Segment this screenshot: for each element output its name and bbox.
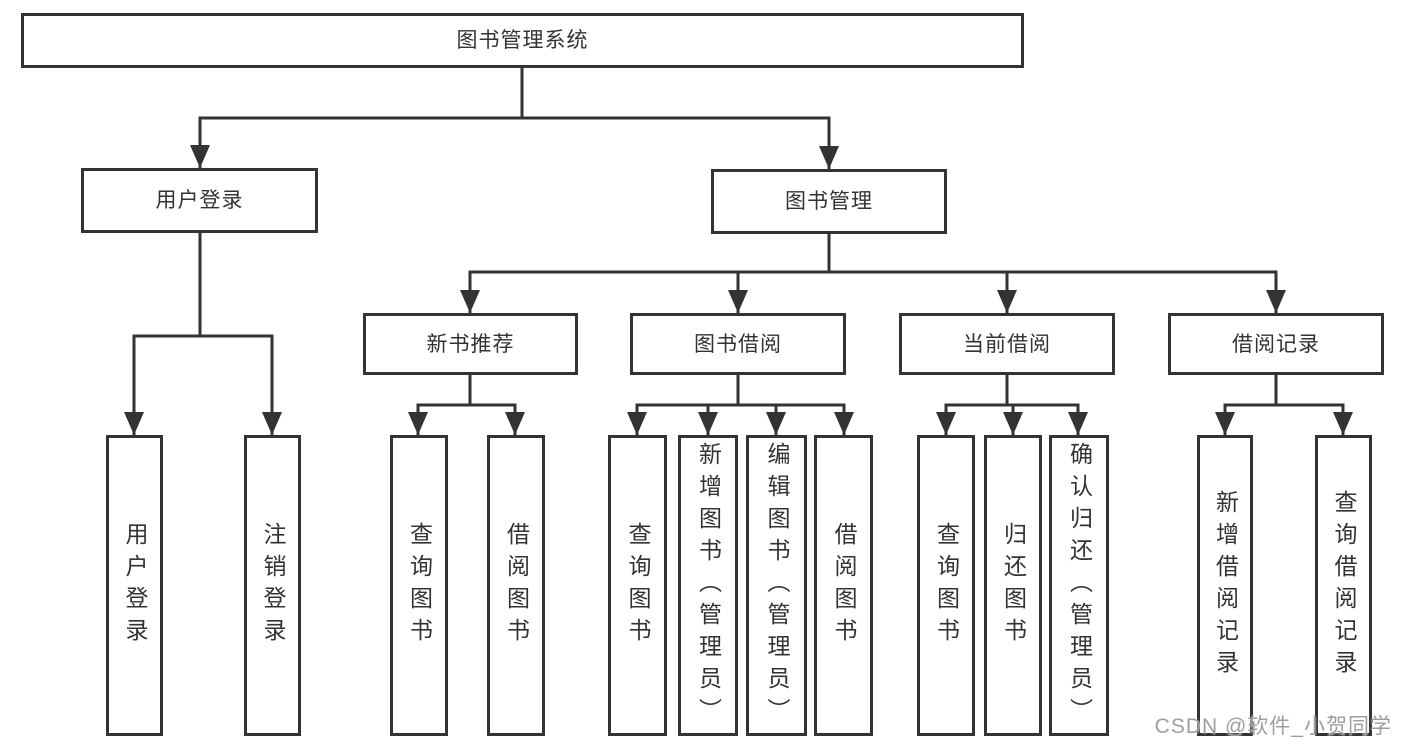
leaf-query-books-current: 查询图书 xyxy=(917,435,975,736)
leaf-add-borrow-record: 新增借阅记录 xyxy=(1197,435,1253,736)
node-new-book-recommend: 新书推荐 xyxy=(363,313,578,375)
connector-user-login xyxy=(124,231,282,437)
node-book-management: 图书管理 xyxy=(711,169,947,234)
leaf-return-book: 归还图书 xyxy=(984,435,1042,736)
node-current-borrowing: 当前借阅 xyxy=(899,313,1115,375)
connector-borrowing-records xyxy=(1215,373,1353,437)
leaf-query-books-recommend: 查询图书 xyxy=(390,435,448,736)
node-user-login: 用户登录 xyxy=(81,168,318,233)
leaf-borrow-books-recommend: 借阅图书 xyxy=(487,435,545,736)
watermark: CSDN @软件_小贺同学 xyxy=(1154,715,1392,738)
leaf-add-book-admin: 新增图书（管理员） xyxy=(678,435,738,736)
leaf-query-borrow-record: 查询借阅记录 xyxy=(1315,435,1372,736)
connector-book-management xyxy=(460,232,1286,315)
leaf-user-login: 用户登录 xyxy=(106,435,163,736)
node-library-system: 图书管理系统 xyxy=(21,13,1024,68)
connector-current-borrowing xyxy=(936,373,1088,437)
leaf-logout: 注销登录 xyxy=(244,435,301,736)
connector-root xyxy=(190,66,839,171)
leaf-confirm-return-admin: 确认归还（管理员） xyxy=(1049,435,1109,736)
connector-book-borrowing xyxy=(627,373,854,437)
leaf-query-books-borrow: 查询图书 xyxy=(608,435,667,736)
connector-new-book-recommend xyxy=(408,373,525,437)
node-book-borrowing: 图书借阅 xyxy=(630,313,846,375)
leaf-borrow-books-borrow: 借阅图书 xyxy=(814,435,873,736)
leaf-edit-book-admin: 编辑图书（管理员） xyxy=(746,435,807,736)
node-borrowing-records: 借阅记录 xyxy=(1168,313,1384,375)
